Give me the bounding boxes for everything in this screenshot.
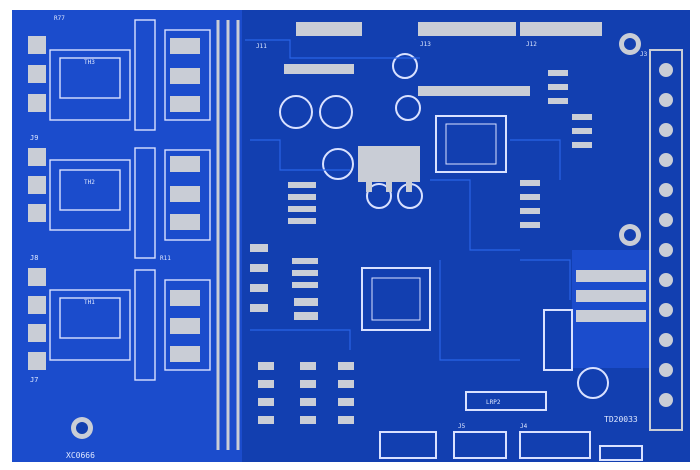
relay-section-3: [49, 269, 211, 381]
designator-j3: J3: [640, 51, 648, 58]
pin-headers: [284, 22, 602, 411]
relay-section-2: [49, 147, 211, 259]
signal-traces: [245, 39, 571, 361]
qfp-chip-bottom: [361, 267, 431, 331]
designator-j7: J7: [30, 376, 38, 384]
silkscreen-labels: XC0666 TD20033 J9 J8 J7 TH1 TH2 TH3 J11 …: [30, 15, 648, 460]
designator-j9: J9: [30, 134, 38, 142]
designator-lrp2: LRP2: [486, 399, 501, 406]
mounting-holes: [71, 33, 641, 439]
designator-j5: J5: [458, 423, 466, 430]
designator-j8: J8: [30, 254, 38, 262]
designator-r11: R11: [160, 255, 171, 262]
voltage-regulator: [358, 146, 420, 192]
bottom-connectors: [379, 431, 643, 461]
relay-section-1: [49, 19, 211, 131]
qfp-chip-top: [435, 115, 507, 173]
designator-th3: TH3: [84, 59, 95, 66]
left-connectors: [28, 36, 46, 370]
serial-bottom-right: TD20033: [604, 415, 638, 424]
electrolytic-capacitors: [279, 53, 609, 399]
relay-pads: [170, 38, 200, 362]
designator-j13: J13: [420, 41, 431, 48]
designator-th2: TH2: [84, 179, 95, 186]
designator-th1: TH1: [84, 299, 95, 306]
serial-bottom-left: XC0666: [66, 451, 95, 460]
power-traces: [216, 20, 240, 450]
designator-j11: J11: [256, 43, 267, 50]
designator-r77: R77: [54, 15, 65, 22]
designator-j4: J4: [520, 423, 528, 430]
right-terminal-block: [649, 49, 683, 431]
smd-parts: [250, 70, 646, 424]
designator-j12: J12: [526, 41, 537, 48]
